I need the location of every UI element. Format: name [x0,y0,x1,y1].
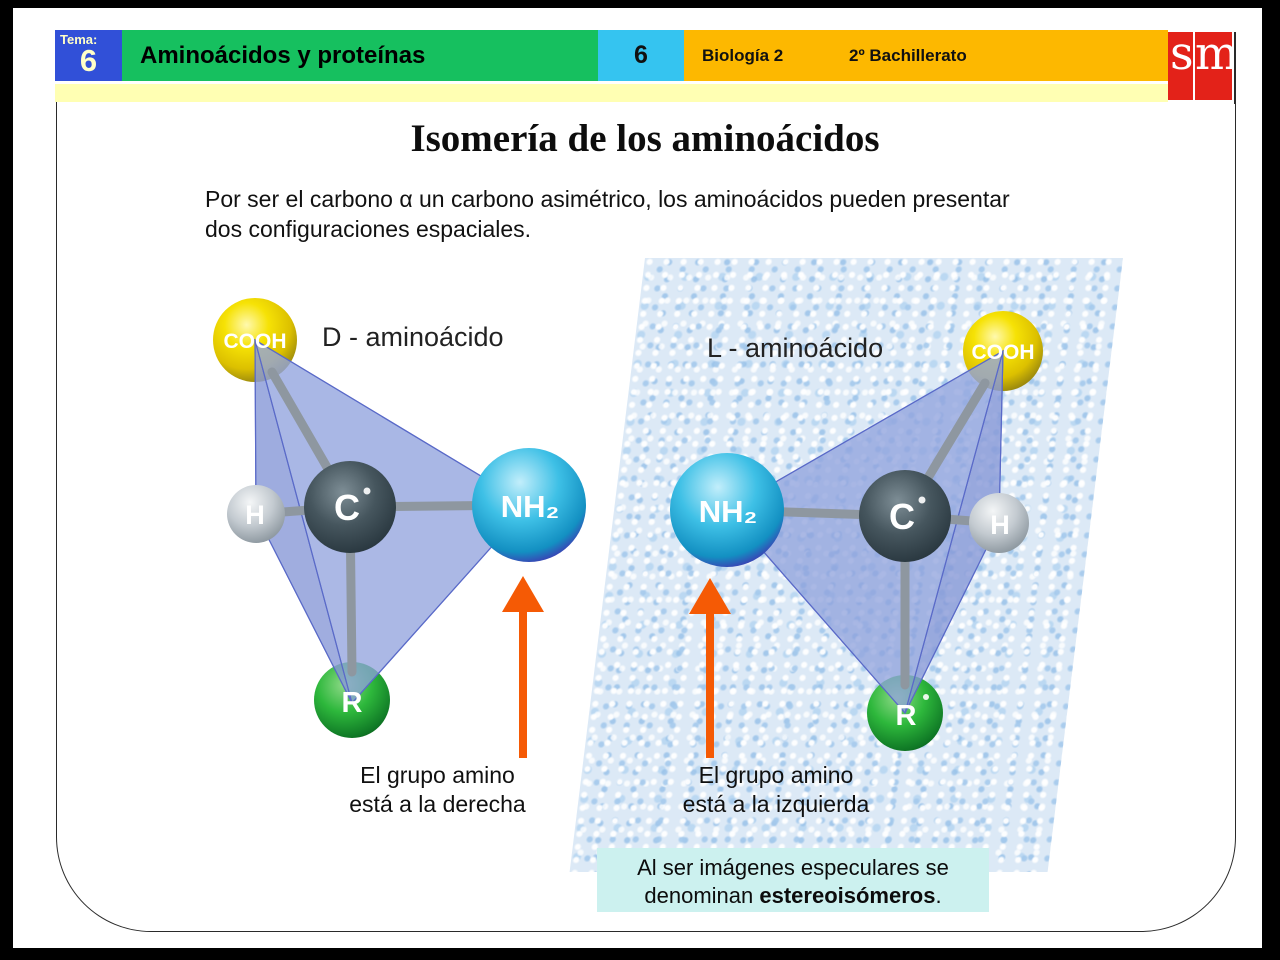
note-line-2-bold: estereoisómeros [759,883,936,908]
intro-text: Por ser el carbono α un carbono asimétri… [205,184,1105,244]
chapter-title: Aminoácidos y proteínas [140,42,426,69]
note-line-1: Al ser imágenes especulares se [637,855,949,880]
course-level: 2º Bachillerato [849,46,967,65]
sm-logo-icon: s m [1168,26,1239,100]
l-caption-line-2: está a la izquierda [682,791,870,817]
chapter-title-bar: Aminoácidos y proteínas [122,30,598,81]
content-frame-right-edge [1234,32,1236,104]
slide-number: 6 [634,41,648,69]
l-aminoacid-label: L - aminoácido [707,333,884,363]
d-caption-line-2: está a la derecha [349,791,526,817]
page-title: Isomería de los aminoácidos [410,117,880,160]
sm-logo-s: s [1170,26,1194,80]
course-name: Biología 2 [702,46,784,65]
stereoisomer-note: Al ser imágenes especulares se denominan… [597,848,989,912]
yellow-strip [55,84,1168,102]
l-caption: El grupo amino está a la izquierda [660,761,892,819]
d-aminoacid-label: D - aminoácido [322,322,504,352]
tema-number: 6 [79,43,98,78]
intro-line-1: Por ser el carbono α un carbono asimétri… [205,186,1010,212]
tema-label: Tema: [60,32,98,47]
intro-line-2: dos configuraciones espaciales. [205,216,532,242]
note-line-2-pre: denominan [644,883,760,908]
sm-logo-m: m [1195,26,1239,80]
note-line-2-post: . [935,883,942,908]
tema-badge: Tema: 6 [55,30,122,81]
note-line-2: denominan estereoisómeros. [597,882,989,910]
content-frame [56,102,1236,932]
course-bar: Biología 2 2º Bachillerato [684,30,1168,81]
slide-number-box: 6 [598,30,684,81]
d-caption: El grupo amino está a la derecha [330,761,545,819]
l-caption-line-1: El grupo amino [698,762,854,788]
d-caption-line-1: El grupo amino [360,762,515,788]
sm-logo-divider [1193,32,1195,100]
